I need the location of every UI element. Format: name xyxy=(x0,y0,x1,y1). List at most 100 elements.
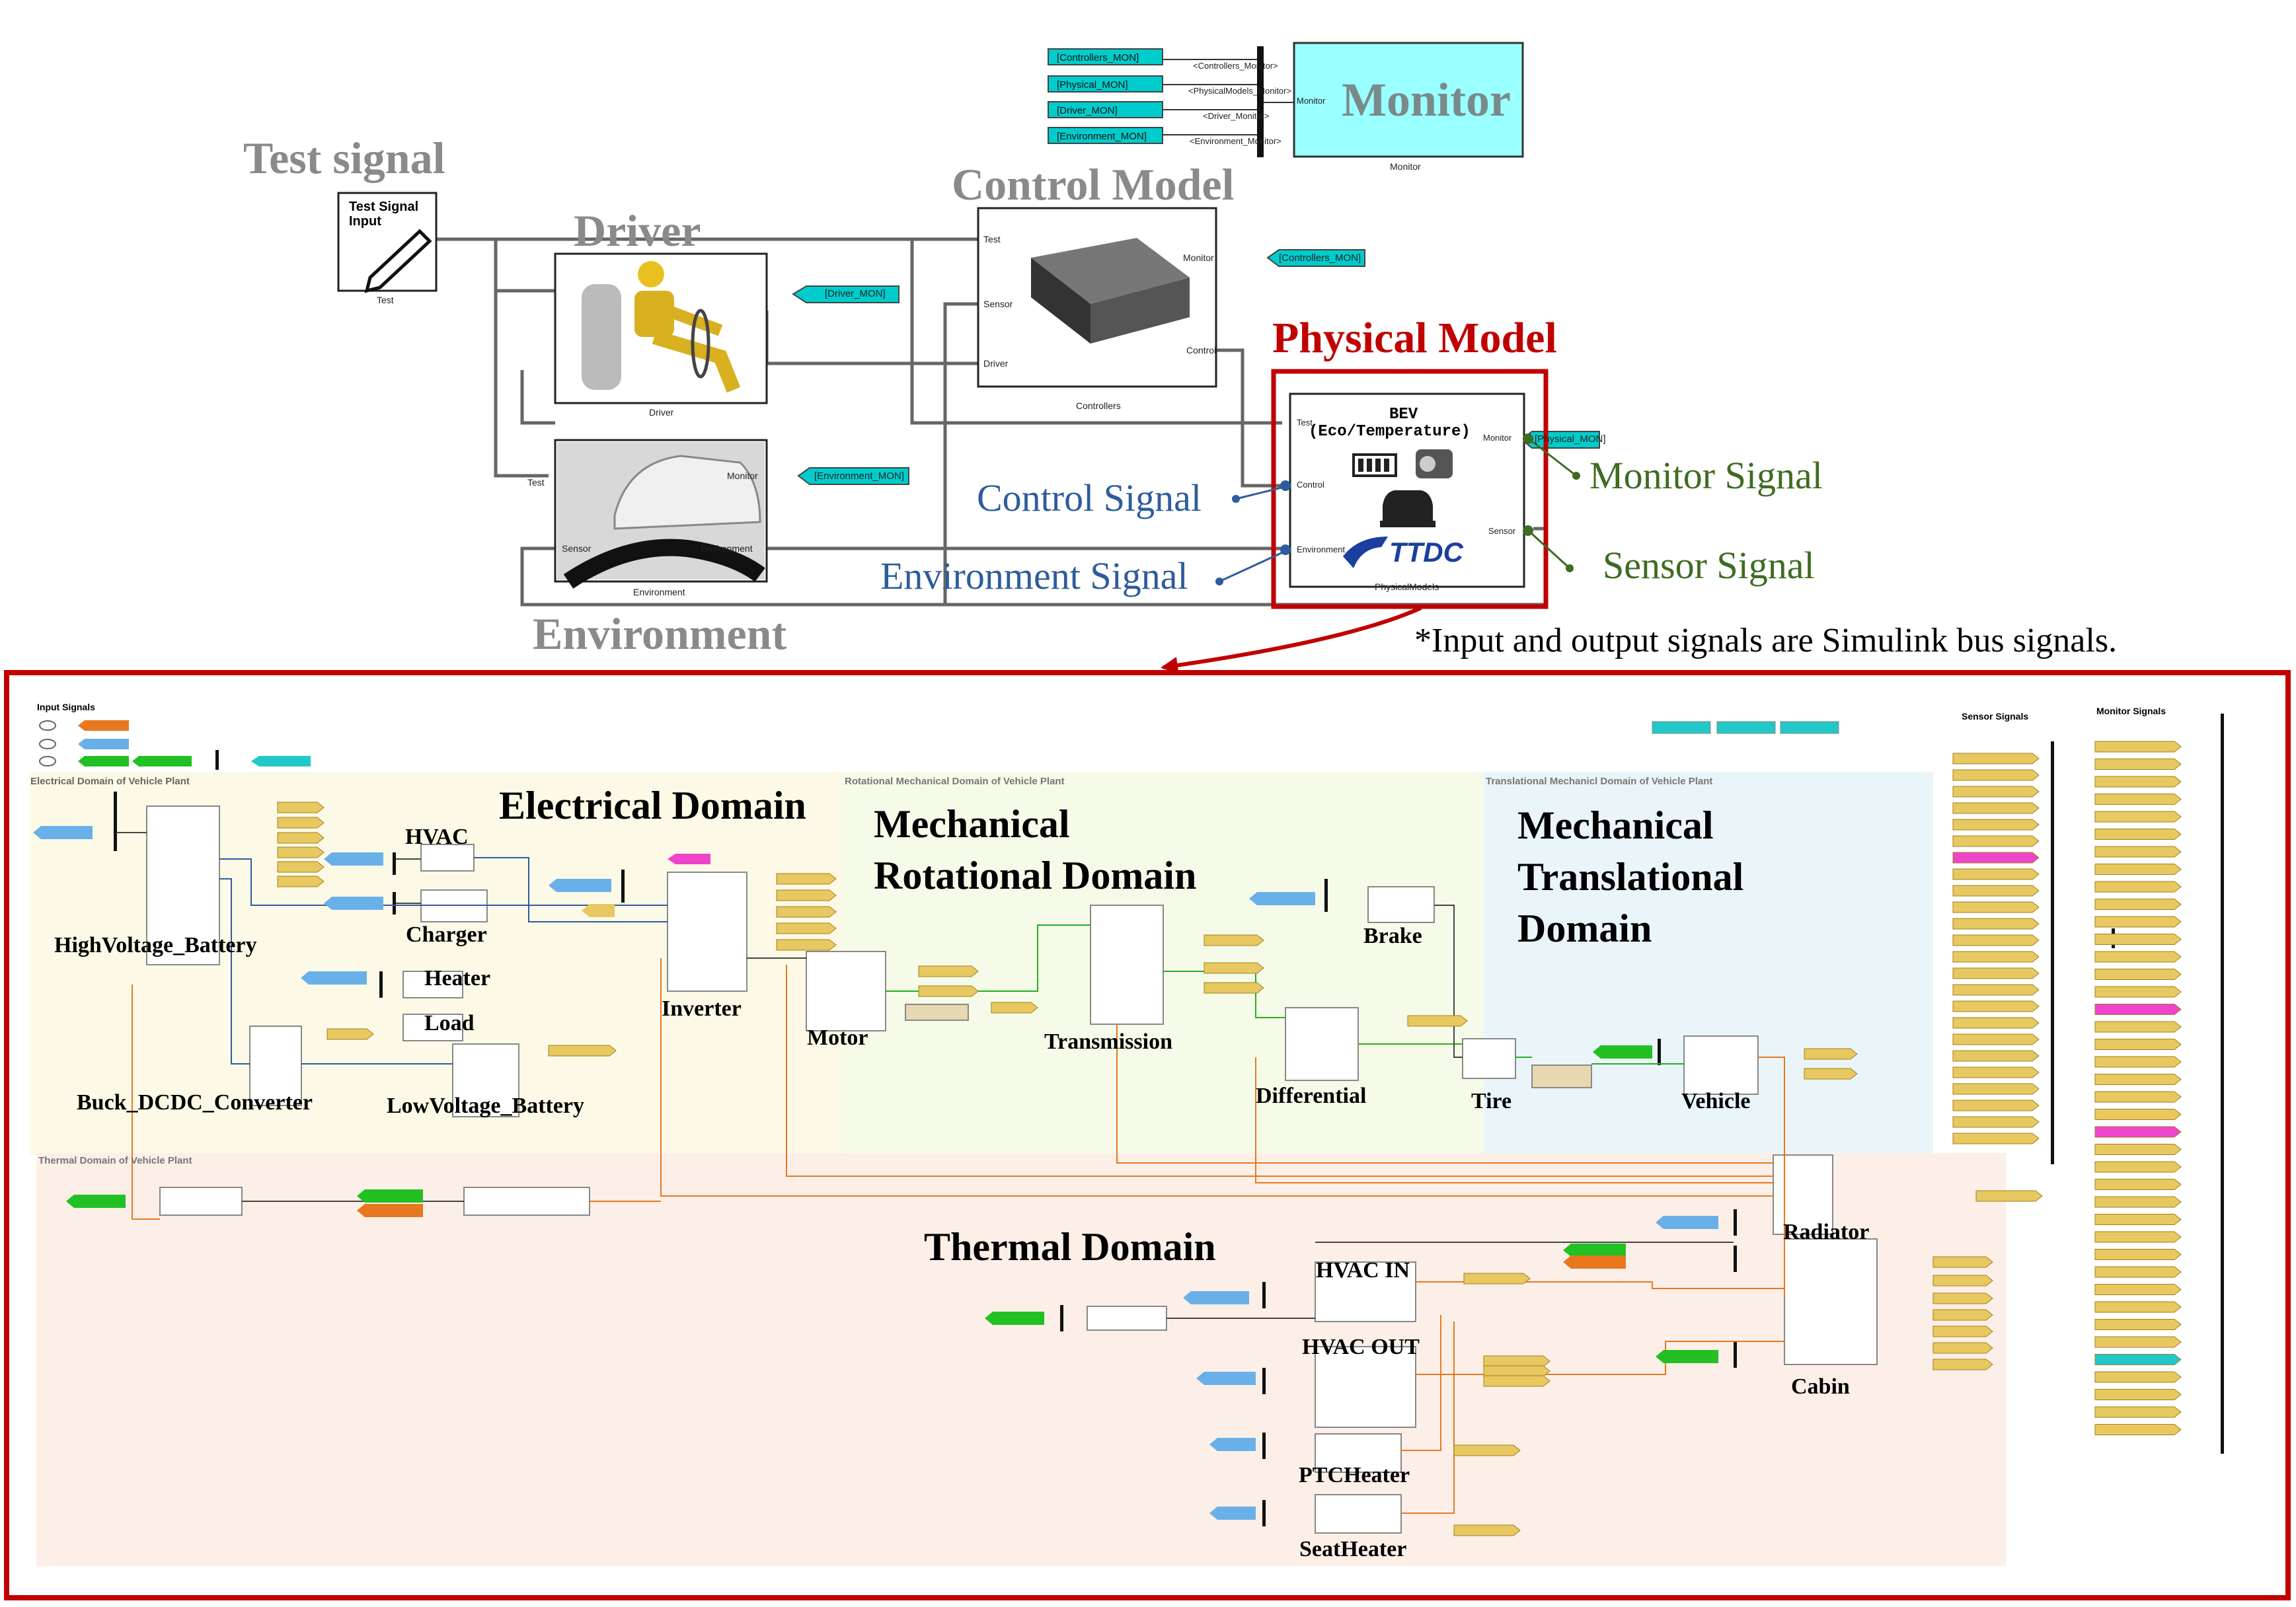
sensor-bus-tag xyxy=(1952,951,2040,963)
hv-battery-output-tag xyxy=(277,802,325,813)
car-photo-icon xyxy=(563,455,765,589)
physical-port-test: Test xyxy=(1297,418,1313,428)
sensor-bus-tag xyxy=(1952,769,2040,781)
monitor-caption: Monitor xyxy=(1390,161,1421,172)
vehicle-label: Vehicle xyxy=(1681,1089,1751,1113)
inverter-output-tag xyxy=(776,939,837,951)
sensor-bus-tag xyxy=(1952,802,2040,814)
test-signal-caption: Test xyxy=(377,295,394,305)
environment-port-sensor: Sensor xyxy=(562,543,592,554)
sensor-bus-tag xyxy=(1952,819,2040,831)
car-icon xyxy=(1380,490,1435,527)
electrical-domain-title: Electrical Domain xyxy=(499,784,806,827)
hv-battery-output-tag xyxy=(277,876,325,887)
sensor-bus-tag xyxy=(1952,1066,2040,1078)
sensor-bus-tag xyxy=(1952,1000,2040,1012)
bus-label-driver: <Driver_Monitor> xyxy=(1203,111,1270,121)
motor-icon xyxy=(1416,449,1453,478)
driver-mon-from-tag: [Driver_MON] xyxy=(1048,101,1163,118)
lv-battery-block xyxy=(452,1043,519,1117)
hv-battery-output-tag xyxy=(277,817,325,829)
rotational-domain-title-1: Mechanical xyxy=(874,802,1070,846)
controllers-port-monitor: Monitor xyxy=(1183,252,1214,263)
motor-output-tag xyxy=(918,965,979,977)
cabin-output-tag xyxy=(1932,1256,1993,1268)
hv-battery-block xyxy=(146,805,220,965)
wire-test-to-physical xyxy=(910,239,1282,425)
bus-bars xyxy=(114,714,2224,1526)
monitor-signals-label: Monitor Signals xyxy=(2096,706,2166,716)
monitor-port: Monitor xyxy=(1297,96,1326,106)
wire-test-to-environment xyxy=(494,239,549,478)
sensor-bus-tag xyxy=(1952,852,2040,864)
monitor-bus-tag xyxy=(2094,986,2182,998)
monitor-bus-tag xyxy=(2094,1336,2182,1348)
monitor-bus-tag xyxy=(2094,1091,2182,1103)
differential-block xyxy=(1285,1007,1359,1081)
environment-port-monitor: Monitor xyxy=(727,470,758,481)
hvac-out-label: HVAC OUT xyxy=(1302,1335,1420,1359)
rotational-area-label: Rotational Mechanical Domain of Vehicle … xyxy=(845,776,1065,787)
monitor-bus-tag xyxy=(2094,1196,2182,1208)
crash-dummy-icon xyxy=(582,261,741,393)
hv-battery-output-tag xyxy=(277,832,325,844)
ecu-icon xyxy=(1031,238,1190,344)
driver-title: Driver xyxy=(574,206,701,256)
monitor-bus-tag xyxy=(2094,1161,2182,1173)
cabin-output-tag xyxy=(1932,1326,1993,1337)
lv-battery-output-tag xyxy=(548,1045,617,1057)
monitor-bus-tag xyxy=(2094,1214,2182,1225)
bev-line2: (Eco/Temperature) xyxy=(1309,423,1471,441)
physical-mon-tag: [Physical_MON] xyxy=(1535,433,1606,445)
tire-label: Tire xyxy=(1471,1089,1512,1113)
inverter-label: Inverter xyxy=(662,996,742,1021)
bus-label-controllers: <Controllers_Monitor> xyxy=(1193,61,1278,71)
physical-port-dots xyxy=(1280,433,1533,555)
hv-battery-label: HighVoltage_Battery xyxy=(54,933,257,957)
sensor-bus-tag xyxy=(1952,1083,2040,1095)
motor-label: Motor xyxy=(807,1026,868,1050)
sensor-bus-tag xyxy=(1952,786,2040,798)
controllers-mon-from-tag: [Controllers_MON] xyxy=(1048,48,1163,65)
test-signal-block[interactable] xyxy=(337,192,438,292)
ttdc-logo xyxy=(1343,537,1388,568)
monitor-bus-lines xyxy=(1163,59,1294,135)
physical-port-environment: Environment xyxy=(1297,544,1345,554)
monitor-bus-tag xyxy=(2094,1004,2182,1015)
translational-area-label: Translational Mechanicl Domain of Vehicl… xyxy=(1486,776,1713,787)
monitor-bus-tag xyxy=(2094,1371,2182,1383)
physical-model-caption: PhysicalModels xyxy=(1375,581,1439,592)
monitor-bus-tag xyxy=(2094,1389,2182,1400)
input-signal-buses xyxy=(39,720,311,770)
transmission-output-tag xyxy=(1204,934,1264,946)
control-model-title: Control Model xyxy=(952,159,1235,209)
cabin-output-tag xyxy=(1932,1292,1993,1304)
heater-block xyxy=(402,971,463,998)
sensor-bus-tag xyxy=(1952,984,2040,996)
thermal-source-2 xyxy=(463,1187,590,1216)
wire-driver-sensor xyxy=(520,370,555,425)
input-signals-label: Input Signals xyxy=(37,702,95,712)
pencil-icon xyxy=(364,229,432,293)
thermal-area-label: Thermal Domain of Vehicle Plant xyxy=(38,1155,192,1166)
battery-icon xyxy=(1352,453,1397,477)
monitor-bus-tag xyxy=(2094,864,2182,875)
radiator-block xyxy=(1773,1154,1833,1235)
seat-heater-label: SeatHeater xyxy=(1299,1537,1407,1561)
thermal-domain-title: Thermal Domain xyxy=(924,1225,1216,1269)
control-signal-annotation: Control Signal xyxy=(977,476,1202,519)
wire-sensor-to-controllers xyxy=(943,302,978,605)
sensor-bus-tag xyxy=(1952,835,2040,847)
environment-port-test: Test xyxy=(527,477,545,488)
sensor-bus-tag xyxy=(1952,1133,2040,1144)
ptc-heater-block xyxy=(1315,1433,1402,1473)
monitor-bus-tag xyxy=(2094,1021,2182,1033)
monitor-block[interactable] xyxy=(1293,42,1524,158)
motor-output-tag xyxy=(918,985,979,997)
bus-footnote: *Input and output signals are Simulink b… xyxy=(1414,622,2118,659)
monitor-bus-tag xyxy=(2094,1301,2182,1313)
test-signal-block-text: Test Signal Input xyxy=(349,200,419,229)
controllers-caption: Controllers xyxy=(1076,400,1121,411)
hv-battery-output-tag xyxy=(277,846,325,858)
